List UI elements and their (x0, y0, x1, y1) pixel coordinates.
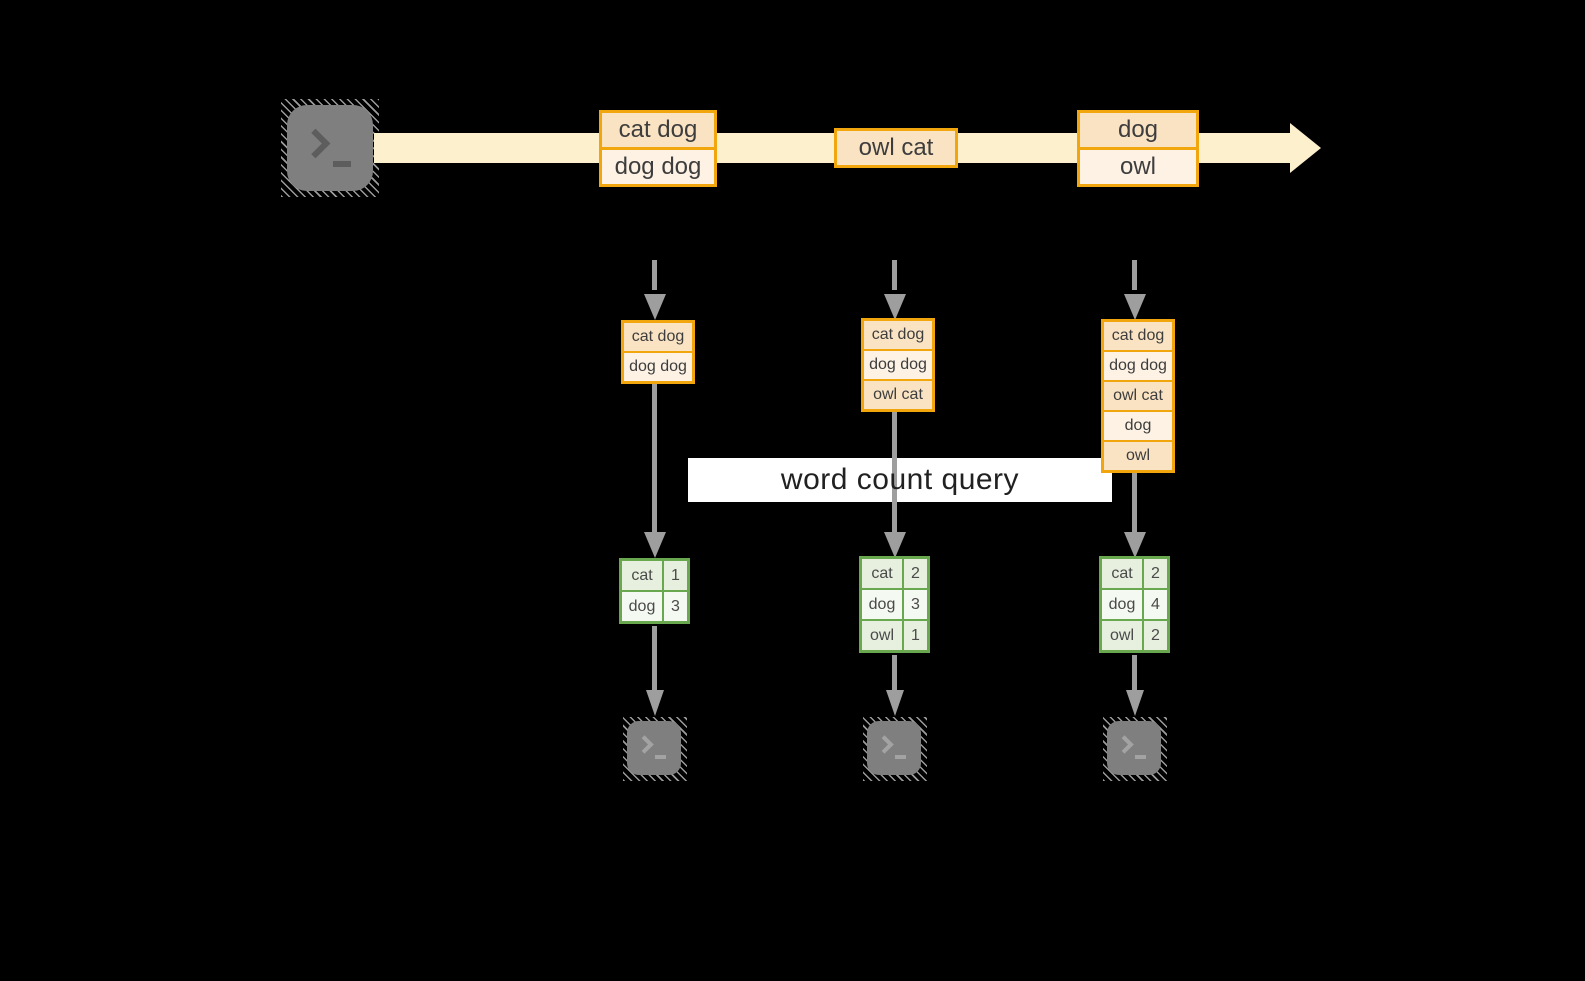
count-table-2: cat 2 dog 3 owl 1 (859, 556, 930, 653)
count-value: 2 (1144, 621, 1167, 650)
count-value: 4 (1144, 590, 1167, 619)
query-label: word count query (780, 463, 1020, 496)
prompt-chevron-icon (875, 735, 894, 754)
connector-line (652, 626, 657, 690)
count-row: dog 3 (862, 590, 927, 619)
batch-box-1: cat dog dog dog (599, 110, 717, 187)
batch-row: cat dog (602, 113, 714, 147)
count-row: dog 4 (1102, 590, 1167, 619)
arrowhead-icon (1126, 690, 1144, 716)
count-value: 3 (904, 590, 927, 619)
state-row: dog dog (624, 353, 692, 381)
connector-line (1132, 473, 1137, 534)
dashed-arrowhead-icon (644, 294, 666, 320)
state-row: owl cat (1104, 382, 1172, 410)
count-value: 2 (904, 559, 927, 588)
prompt-underscore-icon (1135, 755, 1146, 759)
prompt-underscore-icon (655, 755, 666, 759)
count-row: owl 2 (1102, 621, 1167, 650)
count-row: cat 1 (622, 561, 687, 590)
batch-box-2: owl cat (834, 128, 958, 168)
count-value: 1 (904, 621, 927, 650)
count-value: 2 (1144, 559, 1167, 588)
stream-arrowhead-icon (1290, 123, 1321, 173)
connector-line (892, 655, 897, 690)
terminal-icon-body (627, 721, 681, 775)
state-box-2: cat dog dog dog owl cat (861, 318, 935, 412)
count-word: dog (862, 590, 902, 619)
count-word: cat (1102, 559, 1142, 588)
count-table-1: cat 1 dog 3 (619, 558, 690, 624)
state-box-1: cat dog dog dog (621, 320, 695, 384)
count-word: dog (1102, 590, 1142, 619)
state-row: owl (1104, 442, 1172, 470)
batch-row: dog dog (602, 150, 714, 184)
dashed-arrow (892, 260, 897, 290)
state-row: dog dog (864, 351, 932, 379)
batch-box-3: dog owl (1077, 110, 1199, 187)
count-word: dog (622, 592, 662, 621)
arrowhead-icon (644, 532, 666, 558)
batch-row: dog (1080, 113, 1196, 147)
dashed-arrowhead-icon (1124, 294, 1146, 320)
count-word: owl (1102, 621, 1142, 650)
terminal-icon-body (1107, 721, 1161, 775)
count-value: 3 (664, 592, 687, 621)
state-row: cat dog (864, 321, 932, 349)
dashed-arrow (652, 260, 657, 290)
count-word: owl (862, 621, 902, 650)
count-row: dog 3 (622, 592, 687, 621)
arrowhead-icon (646, 690, 664, 716)
state-row: dog dog (1104, 352, 1172, 380)
prompt-chevron-icon (300, 128, 331, 159)
terminal-icon-body (867, 721, 921, 775)
state-row: cat dog (624, 323, 692, 351)
arrowhead-icon (1124, 532, 1146, 558)
count-word: cat (862, 559, 902, 588)
state-row: owl cat (864, 381, 932, 409)
prompt-chevron-icon (1115, 735, 1134, 754)
count-table-3: cat 2 dog 4 owl 2 (1099, 556, 1170, 653)
batch-row: owl cat (837, 131, 955, 165)
query-band (688, 458, 1112, 502)
terminal-icon-body (287, 105, 373, 191)
prompt-chevron-icon (635, 735, 654, 754)
count-row: owl 1 (862, 621, 927, 650)
dashed-arrow (1132, 260, 1137, 290)
state-row: dog (1104, 412, 1172, 440)
dashed-arrowhead-icon (884, 294, 906, 320)
prompt-underscore-icon (333, 161, 351, 167)
state-row: cat dog (1104, 322, 1172, 350)
count-word: cat (622, 561, 662, 590)
count-row: cat 2 (1102, 559, 1167, 588)
connector-line (892, 412, 897, 534)
connector-line (652, 384, 657, 534)
state-box-3: cat dog dog dog owl cat dog owl (1101, 319, 1175, 473)
count-value: 1 (664, 561, 687, 590)
batch-row: owl (1080, 150, 1196, 184)
connector-line (1132, 655, 1137, 690)
arrowhead-icon (884, 532, 906, 558)
arrowhead-icon (886, 690, 904, 716)
prompt-underscore-icon (895, 755, 906, 759)
count-row: cat 2 (862, 559, 927, 588)
